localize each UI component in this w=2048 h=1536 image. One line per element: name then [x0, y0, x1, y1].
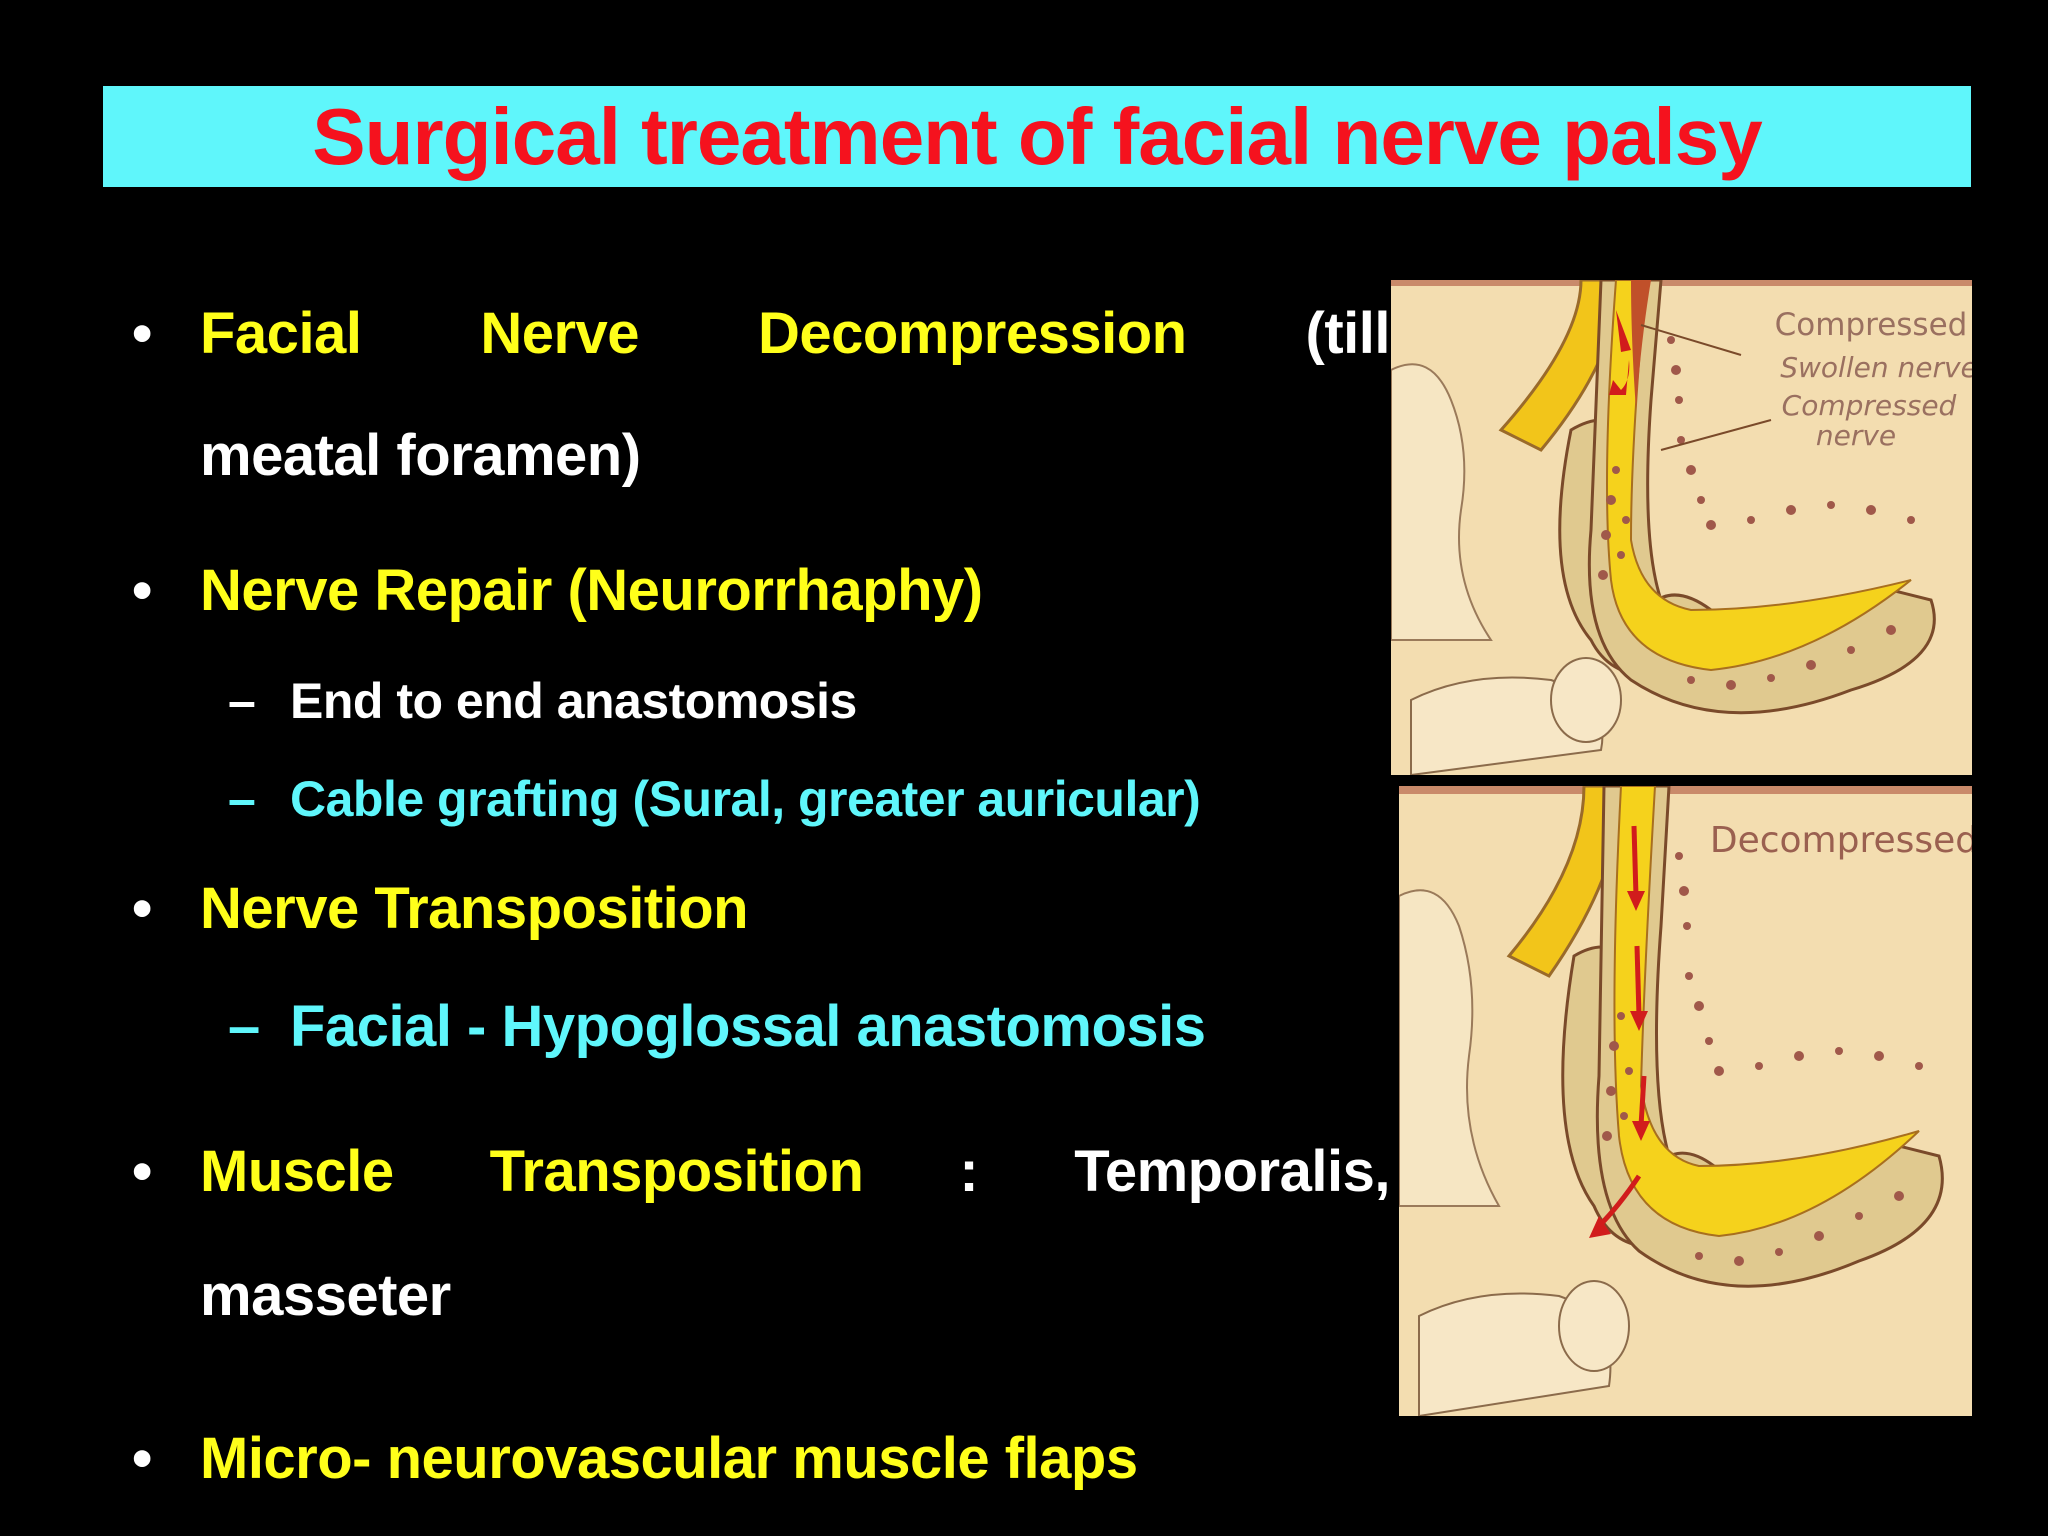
label-decompressed: Decompressed	[1710, 820, 1972, 861]
bullet-marker: •	[132, 1139, 152, 1204]
word: (till	[1305, 301, 1391, 366]
list-item-nerve-transposition: Nerve Transposition	[200, 876, 749, 941]
sub-item-cable-grafting: Cable grafting (Sural, greater auricular…	[290, 771, 1201, 827]
dash-marker: –	[228, 994, 260, 1059]
bullet-list: • Facial Nerve Decompression (till meata…	[132, 301, 1390, 1491]
list-item-muscle-transposition: Muscle Transposition : Temporalis,	[200, 1138, 1390, 1205]
label-swollen-nerve: Swollen nerve	[1780, 351, 1972, 384]
compressed-nerve-illustration: Compressed Swollen nerve Compressed nerv…	[1391, 280, 1972, 775]
bullet-marker: •	[132, 1426, 152, 1491]
word: :	[959, 1139, 979, 1204]
label-compressed: Compressed	[1775, 307, 1968, 343]
label-compressed-nerve-line2: nerve	[1816, 419, 1896, 452]
word: Decompression	[757, 301, 1187, 366]
list-item-micro-flaps: Micro- neurovascular muscle flaps	[200, 1426, 1138, 1491]
sub-item-end-to-end: End to end anastomosis	[290, 673, 857, 729]
list-item-continuation: masseter	[200, 1263, 451, 1328]
word: Transposition	[489, 1139, 864, 1204]
word: Facial	[200, 301, 362, 366]
sub-item-facial-hypoglossal: Facial - Hypoglossal anastomosis	[290, 994, 1206, 1059]
list-item-nerve-repair: Nerve Repair (Neurorrhaphy)	[200, 558, 983, 623]
word: Muscle	[200, 1139, 394, 1204]
label-compressed-nerve-line1: Compressed	[1782, 389, 1957, 422]
list-item-continuation: meatal foramen)	[200, 423, 641, 488]
bullet-marker: •	[132, 876, 152, 941]
word: Temporalis,	[1074, 1139, 1390, 1204]
bullet-marker: •	[132, 301, 152, 366]
word: Nerve	[480, 301, 640, 366]
list-item-decompression: Facial Nerve Decompression (till	[200, 300, 1390, 367]
dash-marker: –	[228, 771, 256, 827]
decompressed-nerve-illustration: Decompressed	[1399, 786, 1972, 1416]
title-bar: Surgical treatment of facial nerve palsy	[103, 86, 1971, 187]
bullet-marker: •	[132, 558, 152, 623]
slide-title: Surgical treatment of facial nerve palsy	[312, 91, 1762, 181]
dash-marker: –	[228, 673, 256, 729]
